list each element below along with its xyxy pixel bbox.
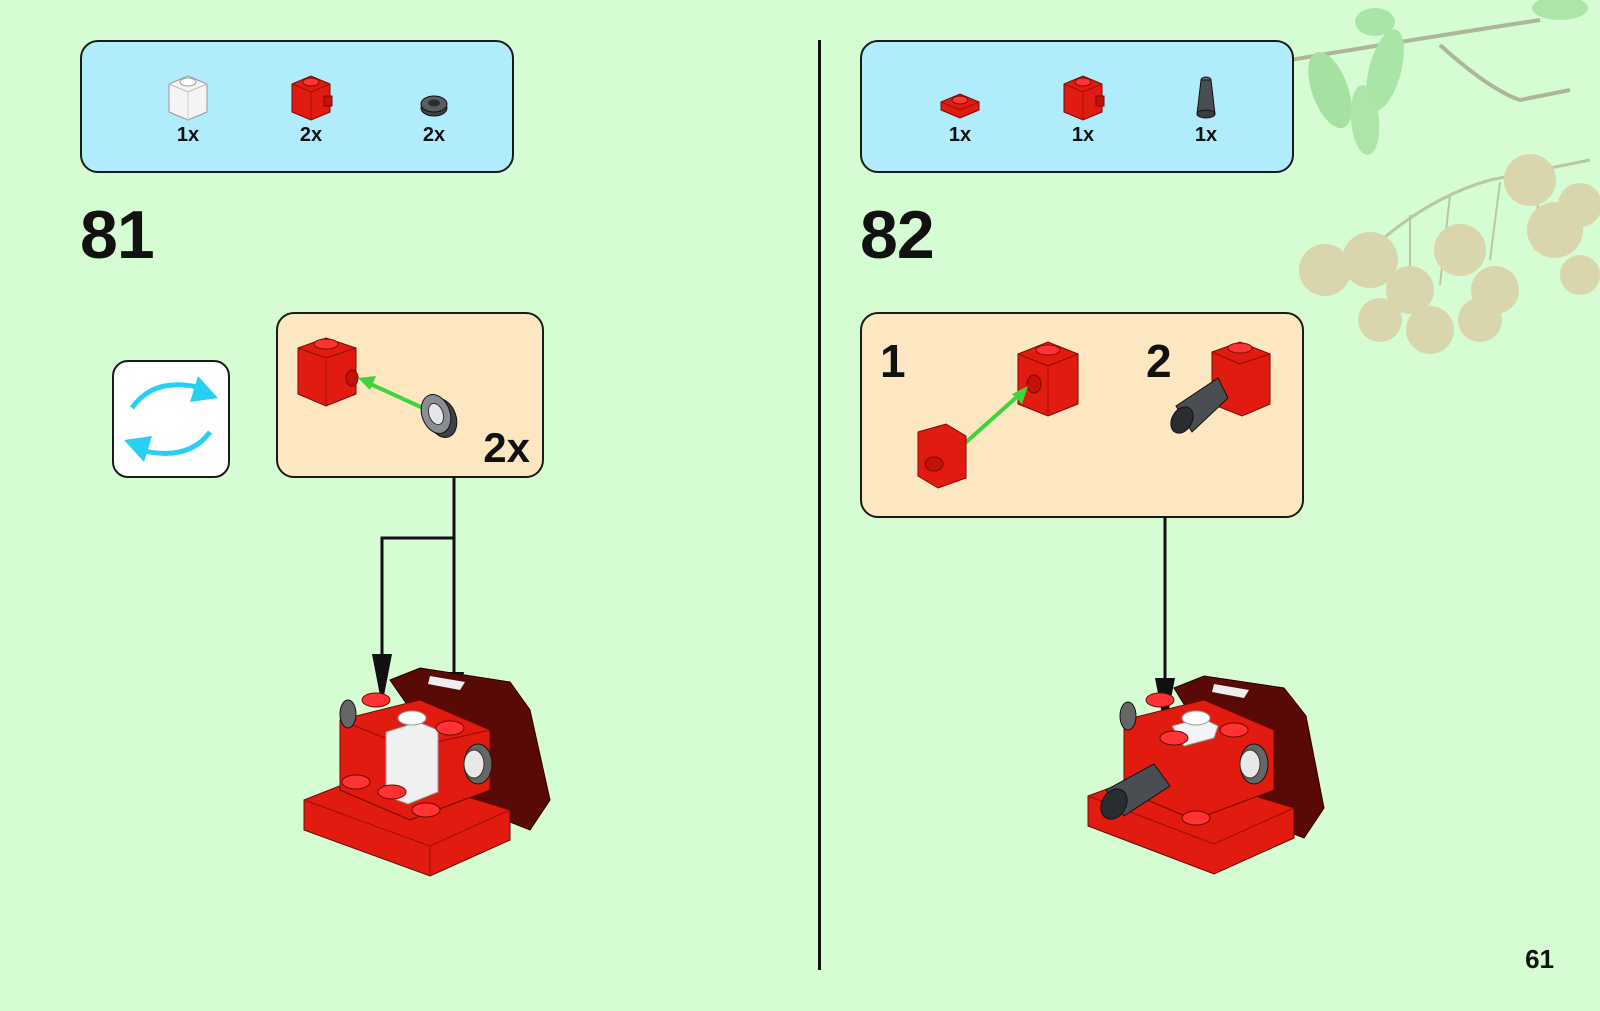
part-qty: 1x <box>158 124 218 147</box>
red-plate-1x1-icon <box>937 70 983 122</box>
rotate-indicator <box>112 360 230 478</box>
part-grey-round-plate <box>404 70 464 122</box>
white-brick-1x1-icon <box>165 70 211 122</box>
part-red-brick <box>281 70 341 122</box>
part-qty: 1x <box>930 124 990 147</box>
page-divider <box>818 40 821 970</box>
step-number: 81 <box>80 196 154 274</box>
part-red-brick <box>1053 70 1113 122</box>
part-red-plate <box>930 70 990 122</box>
part-grey-cone <box>1176 70 1236 122</box>
parts-list-step-81: 1x 2x 2x <box>80 40 514 173</box>
step-number: 82 <box>860 196 934 274</box>
page-number: 61 <box>1525 944 1554 975</box>
part-qty: 2x <box>404 124 464 147</box>
part-qty: 1x <box>1176 124 1236 147</box>
red-brick-1x1-side-stud-icon <box>1060 70 1106 122</box>
multiplier-label: 2x <box>483 424 530 472</box>
sub-assembly-illustration <box>862 314 1302 516</box>
sub-assembly-callout-81: 2x <box>276 312 544 478</box>
sub-assembly-callout-82: 1 2 <box>860 312 1304 518</box>
berry-branch-decoration <box>1290 0 1600 370</box>
red-brick-1x1-side-stud-icon <box>288 70 334 122</box>
model-step-82 <box>1084 668 1344 898</box>
part-qty: 2x <box>281 124 341 147</box>
part-qty: 1x <box>1053 124 1113 147</box>
dark-grey-cone-icon <box>1183 70 1229 122</box>
parts-list-step-82: 1x 1x 1x <box>860 40 1294 173</box>
model-step-81 <box>300 660 570 890</box>
rotate-model-icon <box>114 362 228 476</box>
dark-grey-round-plate-icon <box>411 70 457 122</box>
part-white-brick <box>158 70 218 122</box>
